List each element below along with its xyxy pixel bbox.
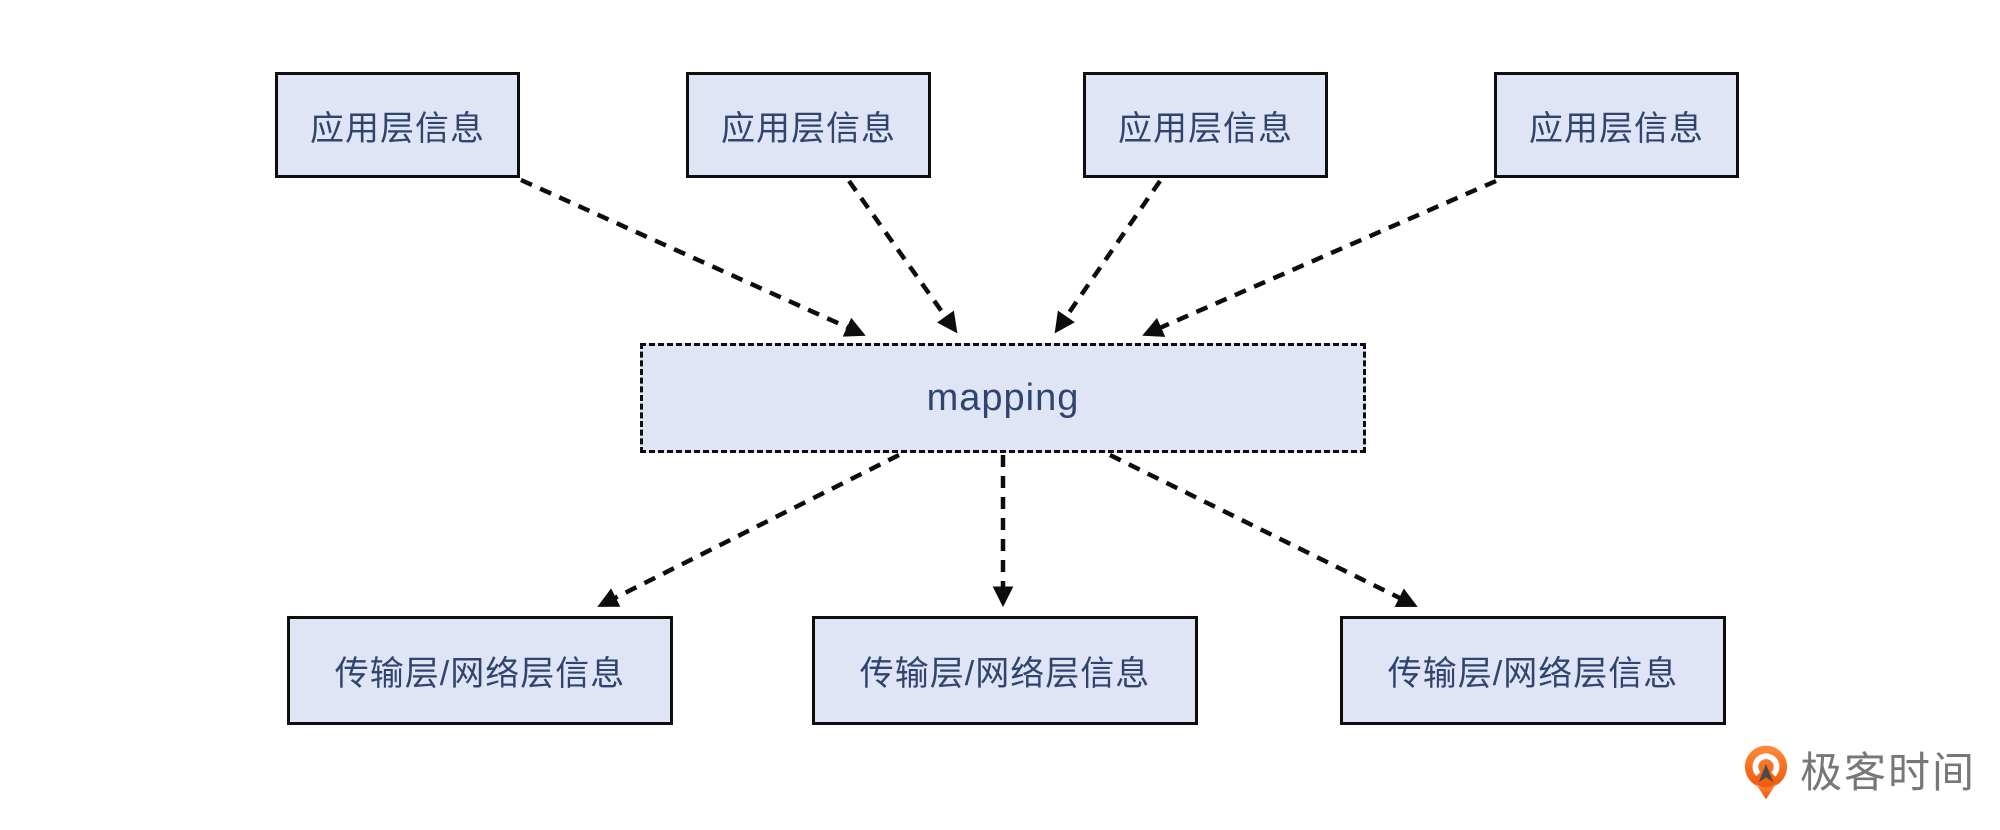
transport-network-layer-info-box-3: 传输层/网络层信息	[1340, 616, 1726, 725]
app-layer-info-box-3: 应用层信息	[1083, 72, 1328, 178]
mapping-box: mapping	[640, 343, 1366, 453]
app-layer-info-label: 应用层信息	[721, 109, 896, 148]
app-layer-info-label: 应用层信息	[1529, 109, 1704, 148]
app-layer-info-label: 应用层信息	[310, 109, 485, 148]
arrow-mapping-to-tn1	[597, 452, 901, 608]
transport-network-layer-info-label: 传输层/网络层信息	[1387, 655, 1679, 693]
arrow-app3-to-mapping	[1054, 179, 1162, 334]
arrow-app2-to-mapping	[847, 179, 958, 334]
app-layer-info-box-2: 应用层信息	[686, 72, 931, 178]
app-layer-info-box-1: 应用层信息	[275, 72, 520, 178]
transport-network-layer-info-label: 传输层/网络层信息	[334, 655, 626, 693]
brand-watermark: 极客时间	[1742, 744, 1976, 802]
arrow-app4-to-mapping	[1142, 178, 1497, 337]
mapping-label: mapping	[926, 376, 1080, 419]
transport-network-layer-info-label: 传输层/网络层信息	[859, 655, 1151, 693]
transport-network-layer-info-box-1: 传输层/网络层信息	[287, 616, 673, 725]
brand-name: 极客时间	[1800, 749, 1977, 796]
app-layer-info-box-4: 应用层信息	[1494, 72, 1739, 178]
arrow-app1-to-mapping	[520, 177, 866, 337]
geektime-logo-icon	[1744, 745, 1788, 800]
arrow-mapping-to-tn3	[1109, 452, 1418, 608]
app-layer-info-label: 应用层信息	[1118, 109, 1293, 148]
transport-network-layer-info-box-2: 传输层/网络层信息	[812, 616, 1198, 725]
